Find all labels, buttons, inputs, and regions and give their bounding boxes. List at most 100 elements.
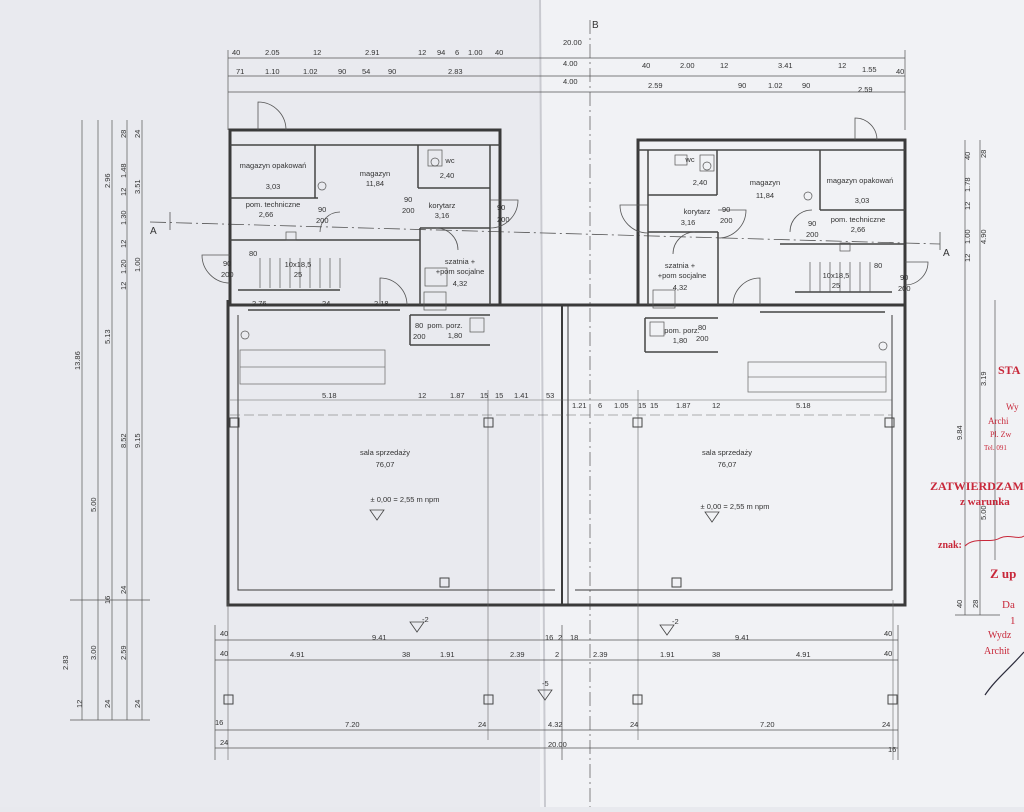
svg-text:15: 15 xyxy=(480,391,488,400)
hall-grid-lines xyxy=(227,390,894,760)
svg-text:16: 16 xyxy=(103,596,112,604)
left-pom-techniczne-area: 2,66 xyxy=(259,210,274,219)
sanitary-fixtures xyxy=(240,149,888,351)
svg-text:80: 80 xyxy=(415,321,423,330)
svg-text:z warunka: z warunka xyxy=(960,496,1010,508)
bottom-dimension-lines xyxy=(214,625,899,760)
top-dimension-lines xyxy=(227,20,906,807)
svg-text:16: 16 xyxy=(888,745,896,754)
svg-text:20.00: 20.00 xyxy=(563,38,582,47)
bottom-dims-row2: 40 4.91 38 1.91 2.39 2 2.39 1.91 38 4.91… xyxy=(220,649,892,659)
svg-text:Z up: Z up xyxy=(990,566,1016,581)
right-stairs-label: 10x18,5 xyxy=(823,271,850,280)
svg-text:38: 38 xyxy=(402,650,410,659)
svg-text:40: 40 xyxy=(884,629,892,638)
right-szatnia-line2: +pom socjalne xyxy=(658,271,707,280)
svg-text:12: 12 xyxy=(418,48,426,57)
svg-text:80: 80 xyxy=(698,323,706,332)
left-unit-labels: magazyn opakowań 3,03 magazyn 11,84 wc 2… xyxy=(240,156,485,504)
right-unit-partitions xyxy=(638,149,905,353)
svg-text:90: 90 xyxy=(318,205,326,214)
svg-text:200: 200 xyxy=(696,334,709,343)
right-wc-name: wc xyxy=(684,155,694,164)
svg-text:1.00: 1.00 xyxy=(133,257,142,272)
right-magazyn-area: 11,84 xyxy=(756,191,774,200)
svg-text:1.30: 1.30 xyxy=(119,210,128,225)
right-szatnia-line1: szatnia + xyxy=(665,261,696,270)
svg-text:1.10: 1.10 xyxy=(265,67,280,76)
svg-text:90: 90 xyxy=(223,259,231,268)
svg-text:90: 90 xyxy=(802,81,810,90)
right-stairs-sub: 25 xyxy=(832,281,840,290)
svg-text:2.39: 2.39 xyxy=(593,650,608,659)
right-unit-labels: magazyn opakowań 3,03 magazyn 11,84 wc 2… xyxy=(658,155,894,511)
svg-text:24: 24 xyxy=(133,130,142,138)
right-pom-porz-area: 1,80 xyxy=(673,336,688,345)
svg-text:1: 1 xyxy=(1010,615,1016,627)
svg-text:24: 24 xyxy=(133,700,142,708)
svg-text:24: 24 xyxy=(119,586,128,594)
svg-text:200: 200 xyxy=(497,215,510,224)
svg-text:1.87: 1.87 xyxy=(450,391,465,400)
svg-text:90: 90 xyxy=(900,273,908,282)
svg-text:24: 24 xyxy=(630,720,638,729)
svg-text:1.41: 1.41 xyxy=(514,391,529,400)
svg-text:-2: -2 xyxy=(672,617,679,626)
right-vertical-dimension-lines xyxy=(955,140,1000,616)
left-magazyn-opakowan-name: magazyn opakowań xyxy=(240,161,307,170)
svg-text:1.91: 1.91 xyxy=(440,650,455,659)
svg-text:38: 38 xyxy=(712,650,720,659)
stairs-right-graphic xyxy=(809,262,871,292)
svg-text:1.87: 1.87 xyxy=(676,401,691,410)
svg-text:40: 40 xyxy=(963,152,972,160)
svg-text:Da: Da xyxy=(1002,599,1015,611)
svg-text:7.20: 7.20 xyxy=(345,720,360,729)
svg-text:6: 6 xyxy=(455,48,459,57)
svg-text:13.86: 13.86 xyxy=(73,351,82,370)
paper-fold xyxy=(539,0,546,808)
door-swings xyxy=(201,101,929,306)
svg-text:53: 53 xyxy=(546,391,554,400)
svg-text:1.21: 1.21 xyxy=(572,401,587,410)
section-line-a xyxy=(149,212,941,250)
svg-text:12: 12 xyxy=(963,202,972,210)
svg-text:5.00: 5.00 xyxy=(979,505,988,520)
stamp-signature xyxy=(964,535,1024,547)
svg-text:200: 200 xyxy=(221,270,234,279)
svg-text:2.39: 2.39 xyxy=(510,650,525,659)
svg-text:-2: -2 xyxy=(422,615,429,624)
right-magazyn-opakowan-area: 3,03 xyxy=(855,196,870,205)
svg-text:9.15: 9.15 xyxy=(133,433,142,448)
svg-text:24: 24 xyxy=(882,720,890,729)
svg-text:1.05: 1.05 xyxy=(614,401,629,410)
svg-text:40: 40 xyxy=(220,629,228,638)
svg-text:STA: STA xyxy=(998,363,1021,377)
svg-text:40: 40 xyxy=(232,48,240,57)
svg-text:12: 12 xyxy=(838,61,846,70)
svg-text:54: 54 xyxy=(362,67,370,76)
svg-text:2.59: 2.59 xyxy=(119,645,128,660)
svg-text:6: 6 xyxy=(598,401,602,410)
svg-text:2.76: 2.76 xyxy=(252,299,267,308)
svg-text:16: 16 xyxy=(545,633,553,642)
left-pom-porz-area: 1,80 xyxy=(448,331,463,340)
right-magazyn-opakowan-name: magazyn opakowań xyxy=(827,176,894,185)
svg-text:2.59: 2.59 xyxy=(858,85,873,94)
svg-text:3.19: 3.19 xyxy=(979,371,988,386)
svg-text:2.91: 2.91 xyxy=(365,48,380,57)
interior-dims-right: 1.21 6 1.05 15 15 1.87 12 5.18 xyxy=(572,401,811,410)
svg-text:1.00: 1.00 xyxy=(468,48,483,57)
svg-text:94: 94 xyxy=(437,48,445,57)
section-b-label: B xyxy=(592,20,599,31)
svg-text:90: 90 xyxy=(388,67,396,76)
right-sala-name: sala sprzedaży xyxy=(702,448,752,457)
svg-text:200: 200 xyxy=(898,284,911,293)
svg-text:4.00: 4.00 xyxy=(563,77,578,86)
right-korytarz-name: korytarz xyxy=(684,207,711,216)
svg-text:40: 40 xyxy=(955,600,964,608)
svg-text:4.90: 4.90 xyxy=(979,229,988,244)
right-sala-level: ± 0,00 = 2,55 m npm xyxy=(701,502,770,511)
svg-text:18: 18 xyxy=(570,633,578,642)
svg-text:12: 12 xyxy=(418,391,426,400)
